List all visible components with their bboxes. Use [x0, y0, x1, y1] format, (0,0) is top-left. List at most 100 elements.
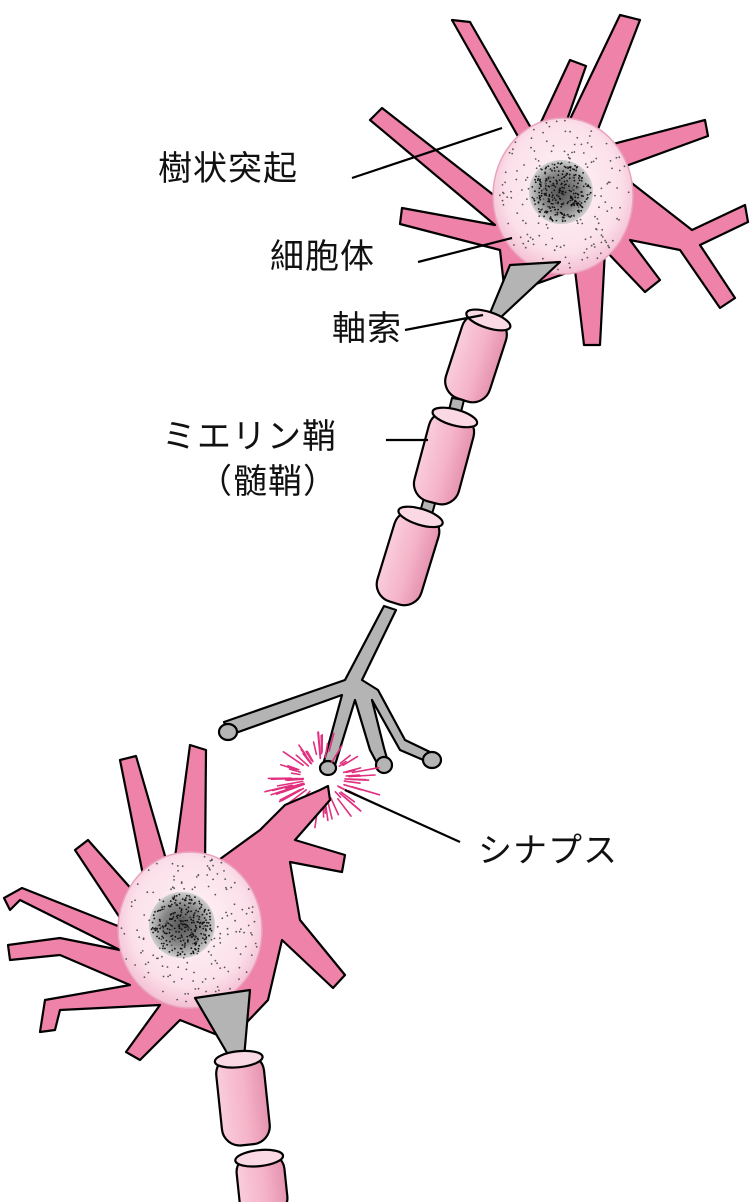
stipple-dot	[196, 915, 199, 917]
stipple-dot	[197, 947, 200, 950]
stipple-dot	[123, 932, 126, 935]
stipple-dot	[513, 244, 515, 246]
stipple-dot	[226, 927, 229, 930]
label-myelin-alt: （髄鞘）	[198, 462, 338, 502]
stipple-dot	[577, 206, 580, 209]
stipple-dot	[198, 918, 200, 921]
stipple-dot	[561, 198, 564, 200]
stipple-dot	[590, 130, 593, 133]
stipple-dot	[143, 914, 146, 916]
stipple-dot	[205, 919, 207, 921]
stipple-dot	[578, 211, 580, 214]
stipple-dot	[553, 167, 556, 169]
stipple-dot	[552, 176, 555, 179]
synapse-burst-ray	[343, 796, 362, 812]
stipple-dot	[512, 148, 514, 151]
stipple-dot	[212, 977, 215, 980]
stipple-dot	[544, 171, 546, 174]
stipple-dot	[136, 929, 139, 932]
stipple-dot	[575, 169, 577, 172]
stipple-dot	[544, 194, 546, 196]
stipple-dot	[184, 993, 187, 995]
stipple-dot	[160, 942, 163, 945]
stipple-dot	[560, 205, 563, 208]
stipple-dot	[542, 188, 545, 191]
stipple-dot	[537, 175, 540, 178]
stipple-dot	[564, 220, 566, 222]
stipple-dot	[213, 937, 216, 940]
stipple-dot	[541, 208, 544, 211]
myelin-segment	[444, 308, 512, 404]
lower-nucleus	[149, 892, 215, 958]
stipple-dot	[162, 937, 165, 939]
stipple-dot	[166, 927, 169, 930]
stipple-dot	[578, 174, 581, 177]
stipple-dot	[540, 192, 543, 195]
stipple-dot	[545, 211, 548, 214]
stipple-dot	[548, 125, 551, 128]
stipple-dot	[251, 933, 253, 936]
stipple-dot	[182, 957, 185, 959]
stipple-dot	[537, 208, 540, 210]
stipple-dot	[182, 916, 185, 919]
stipple-dot	[251, 911, 254, 914]
stipple-dot	[178, 925, 181, 928]
stipple-dot	[238, 966, 241, 969]
stipple-dot	[167, 975, 170, 978]
stipple-dot	[506, 196, 509, 199]
synapse-burst-ray	[331, 754, 337, 763]
synapse-burst-ray	[348, 775, 362, 778]
stipple-dot	[554, 214, 557, 216]
stipple-dot	[522, 242, 525, 245]
stipple-dot	[582, 195, 584, 198]
stipple-dot	[206, 874, 209, 876]
lower-myelin-segments	[213, 1049, 289, 1202]
stipple-dot	[581, 177, 584, 179]
synapse-burst-ray	[339, 754, 352, 765]
stipple-dot	[200, 932, 203, 935]
stipple-dot	[577, 177, 580, 179]
synapse-burst-ray	[279, 788, 302, 801]
stipple-dot	[190, 932, 193, 935]
stipple-dot	[590, 145, 593, 148]
stipple-dot	[179, 910, 182, 913]
stipple-dot	[210, 963, 213, 965]
stipple-dot	[204, 978, 207, 980]
stipple-dot	[576, 222, 579, 225]
stipple-dot	[589, 186, 592, 189]
stipple-dot	[171, 934, 174, 937]
stipple-dot	[210, 938, 213, 941]
stipple-dot	[180, 978, 183, 980]
stipple-dot	[524, 179, 527, 181]
stipple-dot	[545, 185, 547, 187]
stipple-dot	[579, 204, 582, 207]
stipple-dot	[539, 179, 541, 182]
stipple-dot	[183, 899, 186, 901]
stipple-dot	[197, 874, 200, 876]
stipple-dot	[560, 192, 563, 195]
stipple-dot	[553, 170, 556, 172]
stipple-dot	[561, 173, 564, 176]
stipple-dot	[555, 211, 558, 214]
stipple-dot	[184, 942, 187, 944]
stipple-dot	[563, 187, 565, 189]
stipple-dot	[230, 886, 233, 889]
stipple-dot	[586, 142, 589, 144]
synapse-burst-ray	[338, 760, 347, 768]
stipple-dot	[154, 929, 157, 932]
stipple-dot	[179, 914, 182, 916]
stipple-dot	[243, 931, 246, 934]
stipple-dot	[574, 164, 576, 167]
stipple-dot	[197, 987, 200, 990]
stipple-dot	[189, 901, 192, 904]
synapse-burst-ray	[288, 768, 302, 773]
stipple-dot	[219, 967, 222, 969]
stipple-dot	[158, 909, 160, 912]
leader-synapse	[344, 788, 461, 844]
stipple-dot	[583, 251, 586, 254]
stipple-dot	[538, 191, 540, 194]
synapse-burst-ray	[340, 791, 356, 803]
stipple-dot	[174, 911, 176, 914]
stipple-dot	[198, 922, 201, 925]
stipple-dot	[184, 944, 186, 946]
